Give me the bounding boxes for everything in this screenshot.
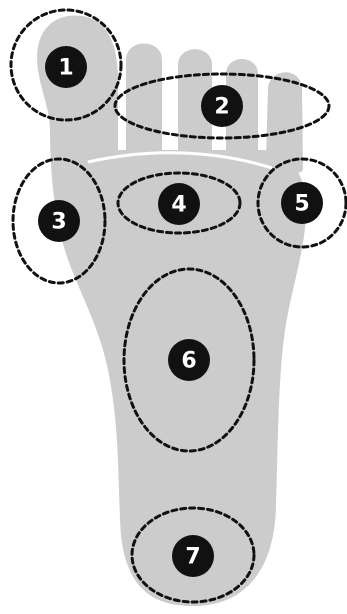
toe-crease-line [87,151,273,170]
foot-sole [37,15,307,607]
zone-2-badge: 2 [201,85,243,127]
zone-3-number: 3 [51,210,66,235]
toe-5 [266,72,303,174]
zone-2-number: 2 [214,95,229,120]
zone-1-badge: 1 [45,46,87,88]
zone-3-outline [11,157,107,285]
zone-4-number: 4 [171,193,186,218]
toe-gap [162,80,178,134]
zone-6-number: 6 [181,349,196,374]
toe-gap [258,92,266,136]
zone-4-badge: 4 [158,183,200,225]
zone-5-outline [256,157,347,249]
zone-2-outline [113,72,331,140]
zone-badges: 1 2 3 4 5 6 7 [38,46,323,577]
zone-3-badge: 3 [38,200,80,242]
zone-1-number: 1 [58,56,73,81]
zone-5-number: 5 [294,192,309,217]
zone-1-outline [9,8,123,122]
foot-silhouette [37,15,307,607]
zone-7-outline [130,506,256,604]
zone-7-badge: 7 [172,535,214,577]
zone-4-outline [116,171,242,235]
zone-6-outline [122,267,256,453]
toe-gap [118,80,126,136]
zone-outlines [9,8,347,604]
zone-7-number: 7 [185,545,200,570]
toe-2 [126,43,162,150]
zone-6-badge: 6 [168,339,210,381]
zone-5-badge: 5 [281,182,323,224]
